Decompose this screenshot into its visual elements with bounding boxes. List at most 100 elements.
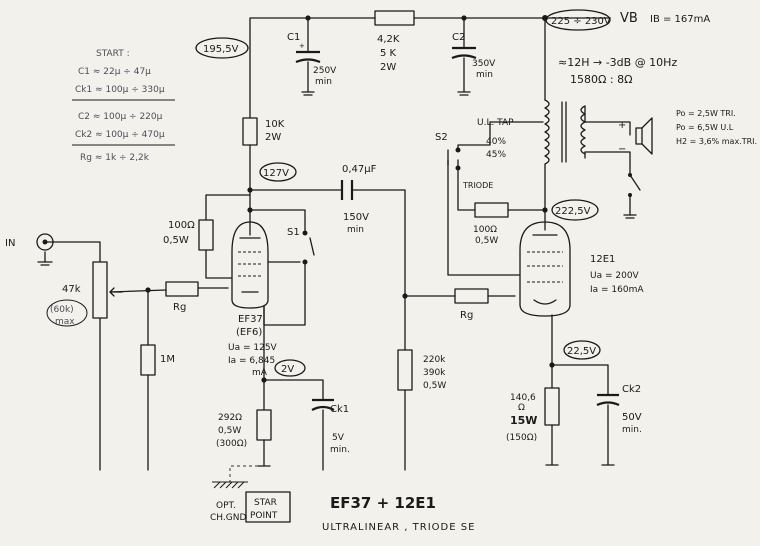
rk2-unit: Ω (518, 403, 525, 413)
resistor-rg-stage1 (165, 281, 199, 297)
resistor-cathode-stage1 (256, 409, 272, 441)
ground-symbols (37, 91, 637, 489)
ot-spec2: 1580Ω : 8Ω (570, 73, 633, 86)
tube1-name: EF37 (238, 314, 263, 325)
note-c1: C1 ≈ 22μ ÷ 47μ (78, 67, 151, 77)
ck1-volt: 5V (332, 433, 345, 443)
note-ck2: Ck2 ≈ 100μ ÷ 470μ (75, 130, 165, 140)
svg-text:+: + (299, 42, 305, 50)
stage1-labels: 10K 2W 127V 0,47μF 150V min 100Ω 0,5W S1… (5, 119, 377, 523)
supply-res-power: 2W (380, 62, 396, 73)
c1-min: min (315, 77, 332, 87)
switch-s2-label: S2 (435, 132, 448, 143)
coupling-cap-volt: 150V (343, 212, 369, 223)
speaker-plus: + (618, 120, 626, 131)
tube2-ua: Ua = 200V (590, 271, 640, 281)
stage2-labels: S2 TRIODE 100Ω 0,5W 222,5V 12E1 Ua = 200… (423, 132, 644, 443)
pot-alt: (60k) (50, 305, 74, 315)
pot-max: max (55, 317, 75, 327)
ck2-label: Ck2 (622, 384, 641, 395)
rk2-value: 140,6 (510, 393, 536, 403)
ck1-min: min. (330, 445, 350, 455)
start-heading: START : (96, 49, 130, 59)
note-ck1: Ck1 ≈ 100μ ÷ 330μ (75, 85, 165, 95)
vb-label: VB (620, 11, 638, 26)
input-label: IN (5, 238, 15, 249)
rk1-power: 0,5W (218, 426, 241, 436)
node-2v: 2V (281, 364, 294, 375)
supply-res-value2: 5 K (380, 48, 397, 59)
resistor-1m (140, 344, 156, 376)
schematic-title: EF37 + 12E1 (330, 494, 436, 512)
r-g2-stage2-value: 100Ω (473, 225, 497, 235)
r-anode1-power: 2W (265, 132, 281, 143)
tap-45: 45% (486, 150, 506, 160)
resistor-anode-stage1 (242, 117, 258, 146)
supply-labels: 195,5V C1 250V min 4,2K 5 K 2W C2 350V m… (195, 9, 710, 87)
potentiometer (92, 261, 108, 319)
c1-label: C1 (287, 32, 300, 43)
c2-label: C2 (452, 32, 465, 43)
transformer-labels: ≈12H → -3dB @ 10Hz 1580Ω : 8Ω U.L. TAP 4… (477, 56, 677, 160)
triode-label: TRIODE (462, 181, 493, 190)
node-127v: 127V (263, 168, 289, 179)
schematic-subtitle: ULTRALINEAR , TRIODE SE (322, 522, 475, 533)
ck2-volt: 50V (622, 412, 642, 423)
rg1-label: Rg (173, 302, 186, 313)
output-specs: Po = 2,5W TRI. Po = 6,5W U.L H2 = 3,6% m… (676, 109, 757, 146)
resistor-g2-stage1 (198, 219, 214, 251)
r-g2-stage1-value: 100Ω (168, 220, 195, 231)
rk1-alt: (300Ω) (216, 439, 247, 449)
rk2-power: 15W (510, 414, 537, 427)
c1-volt: 250V (313, 66, 337, 76)
rk2-alt: (150Ω) (506, 433, 537, 443)
c2-min: min (476, 70, 493, 80)
po-triode: Po = 2,5W TRI. (676, 109, 736, 118)
ck2-min: min. (622, 425, 642, 435)
speaker-minus: − (618, 144, 626, 155)
opt-gnd-label2: CH.GND (210, 513, 246, 523)
tube1-ia-unit: mA (252, 368, 268, 378)
r-g2-stage1-power: 0,5W (163, 235, 189, 246)
vb-voltage: 225 ÷ 230V (551, 16, 611, 27)
note-c2: C2 ≈ 100μ ÷ 220μ (78, 112, 163, 122)
resistor-g2-stage2 (474, 202, 509, 218)
resistor-cathode-stage2 (544, 387, 560, 426)
r-grid2-value1: 220k (423, 355, 446, 365)
ck1-label: Ck1 (330, 404, 349, 415)
output-transformer (544, 99, 653, 197)
r-grid2-power: 0,5W (423, 381, 446, 391)
ib-label: IB = 167mA (650, 14, 710, 25)
switch-s1-label: S1 (287, 227, 300, 238)
resistor-grid-stage2 (397, 349, 413, 391)
start-notes: START : C1 ≈ 22μ ÷ 47μ Ck1 ≈ 100μ ÷ 330μ… (72, 49, 175, 163)
tube1-ia: Ia = 6,845 (228, 356, 275, 366)
c2-volt: 350V (472, 59, 496, 69)
switch-s1 (302, 230, 315, 265)
opt-gnd-label1: OPT. (216, 501, 236, 511)
pot-value: 47k (62, 284, 81, 295)
ot-spec1: ≈12H → -3dB @ 10Hz (558, 56, 677, 69)
tube2-name: 12E1 (590, 254, 615, 265)
input-jack (36, 233, 54, 251)
r-g2-stage2-power: 0,5W (475, 236, 498, 246)
tube1-alt: (EF6) (236, 327, 262, 338)
tube-ef37 (231, 221, 269, 309)
resistors (92, 10, 560, 441)
tube2-ia: Ia = 160mA (590, 285, 644, 295)
star-point-label1: STAR (254, 498, 277, 508)
coupling-cap-min: min (347, 225, 364, 235)
po-ul: Po = 6,5W U.L (676, 123, 734, 132)
node-22v: 22,5V (567, 346, 596, 357)
rg2-label: Rg (460, 310, 473, 321)
h2-spec: H2 = 3,6% max.TRI. (676, 137, 757, 146)
title-block: EF37 + 12E1 ULTRALINEAR , TRIODE SE (322, 494, 475, 533)
note-rg: Rg ≈ 1k ÷ 2,2k (80, 153, 150, 163)
node-222v: 222,5V (555, 206, 591, 217)
r-anode1-value: 10K (265, 119, 285, 130)
wiring (44, 17, 631, 482)
tube-12e1 (519, 221, 571, 317)
rk1-value: 292Ω (218, 413, 242, 423)
